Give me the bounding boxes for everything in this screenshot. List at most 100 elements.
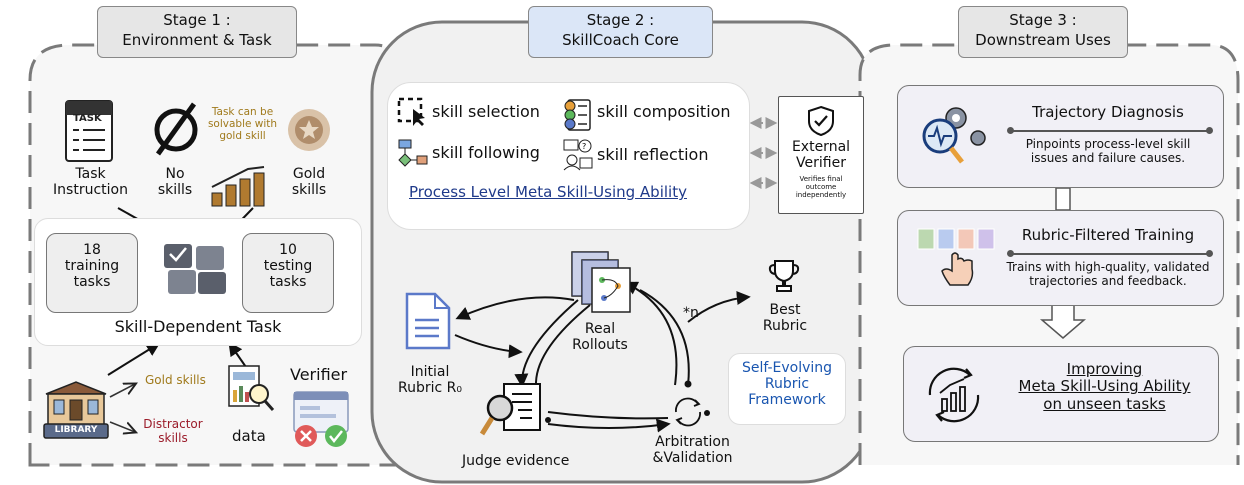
diagnosis-desc-line2: issues and failure causes. (1030, 150, 1186, 165)
rubric-document-icon (405, 292, 451, 350)
diagnosis-desc-line1: Pinpoints process-level skill (1025, 137, 1191, 151)
gold-skills-label: Gold skills (285, 166, 333, 198)
judge-evidence-label: Judge evidence (462, 453, 570, 469)
trophy-icon (768, 260, 800, 292)
rollouts-stack-icon (571, 251, 631, 313)
self-evolving-text: Self-Evolving Rubric Framework (729, 360, 845, 408)
cursor-selection-icon (397, 97, 425, 126)
rubric-cycle-arrows (454, 281, 751, 433)
training-line2: training (64, 258, 120, 275)
gold-skills-small: Gold skills (145, 373, 206, 387)
no-skills-line2: skills (157, 182, 193, 199)
distractor-line2: skills (158, 430, 188, 445)
arrow-library-to-task (107, 342, 161, 376)
verifier-icon (293, 391, 349, 447)
self-line2: Rubric (764, 376, 810, 393)
diagnosis-divider (1010, 130, 1210, 132)
arrow-library-distractor (109, 421, 135, 432)
distractor-skills-label: Distractor skills (138, 417, 208, 446)
best-line2: Rubric (762, 318, 808, 335)
real-line1: Real (584, 321, 616, 337)
initial-rubric-label: Initial Rubric R₀ (395, 364, 465, 396)
gold-skills-line2: skills (291, 182, 327, 199)
gold-medal-icon (288, 109, 330, 151)
judge-evidence-icon (479, 383, 541, 436)
task-icon-text: TASK (73, 113, 102, 124)
svg-text:?: ? (582, 142, 586, 151)
solvable-line2: solvable with (207, 118, 278, 131)
improve-line2: Meta Skill-Using Ability (1018, 377, 1191, 396)
diagnosis-desc: Pinpoints process-level skill issues and… (993, 137, 1223, 166)
task-instruction-label: Task Instruction (48, 166, 133, 198)
real-rollouts-label: Real Rollouts (560, 321, 640, 353)
rubric-divider-dot-left (1007, 250, 1014, 257)
data-analysis-icon (228, 365, 275, 411)
arbitration-line2: &Validation (652, 450, 733, 467)
stage3-title-line1: Stage 3 : (1009, 11, 1077, 29)
stage2-title-line2: SkillCoach Core (562, 31, 679, 49)
initial-line1: Initial (410, 364, 450, 380)
rubric-filtered-card: Rubric-Filtered Training Trains with hig… (897, 210, 1224, 306)
process-level-link[interactable]: Process Level Meta Skill-Using Ability (409, 183, 687, 201)
real-line2: Rollouts (572, 337, 628, 354)
training-tasks-box: 18 training tasks (46, 233, 138, 313)
rubric-filtered-title: Rubric-Filtered Training (1021, 226, 1195, 244)
improvement-cycle-icon (928, 367, 980, 423)
skill-composition-label: skill composition (597, 102, 731, 121)
task-document-icon (65, 100, 113, 162)
testing-line3: tasks (269, 274, 307, 291)
touch-filter-icon (917, 228, 995, 286)
diagnosis-divider-dot-left (1007, 127, 1014, 134)
no-skills-line1: No (165, 166, 185, 182)
rubric-desc-line2: trajectories and feedback. (1029, 273, 1187, 288)
growth-chart-icon (211, 166, 265, 207)
solvable-line1: Task can be (211, 106, 274, 118)
arbitration-label: Arbitration &Validation (645, 434, 740, 466)
stage1-title-line2: Environment & Task (122, 31, 272, 49)
solvable-line3: gold skill (219, 130, 266, 143)
external-verifier-title: External Verifier (779, 139, 863, 171)
improving-card: Improving Meta Skill-Using Ability on un… (903, 346, 1219, 442)
initial-line2: Rubric R₀ (398, 380, 462, 397)
skill-following-label: skill following (432, 143, 540, 162)
testing-tasks-text: 10 testing tasks (243, 242, 333, 290)
library-icon (43, 381, 109, 439)
gold-skills-line1: Gold (292, 166, 326, 182)
external-verifier-box: External Verifier Verifies final outcome… (778, 96, 864, 214)
library-sign-text: LIBRARY (54, 425, 98, 435)
external-line2: Verifier (796, 155, 846, 172)
stage3-title-line2: Downstream Uses (975, 31, 1111, 49)
improve-line3: on unseen tasks (1043, 394, 1166, 413)
self-line3: Framework (748, 392, 826, 409)
shield-check-icon (808, 105, 834, 137)
diagnosis-title: Trajectory Diagnosis (1032, 103, 1184, 121)
best-line1: Best (769, 302, 801, 318)
iteration-n-label: *n (683, 305, 699, 321)
stage1-title-line1: Stage 1 : (163, 11, 231, 29)
diagnosis-divider-dot-right (1206, 127, 1213, 134)
training-count: 18 (83, 242, 101, 258)
data-label: data (232, 427, 266, 445)
puzzle-icon (164, 244, 226, 294)
rubric-filtered-desc: Trains with high-quality, validated traj… (993, 260, 1223, 289)
skill-selection-label: skill selection (432, 102, 540, 121)
stage2-title-line1: Stage 2 : (586, 11, 655, 29)
task-instruction-line2: Instruction (53, 182, 128, 199)
rubric-desc-line1: Trains with high-quality, validated (1006, 260, 1210, 274)
verifies-line3: independently (795, 191, 847, 200)
stage2-tag: Stage 2 : SkillCoach Core (528, 6, 713, 58)
training-tasks-text: 18 training tasks (47, 242, 137, 290)
training-line3: tasks (73, 274, 111, 291)
improving-text: Improving Meta Skill-Using Ability on un… (992, 360, 1217, 413)
testing-tasks-box: 10 testing tasks (242, 233, 334, 313)
testing-line2: testing (263, 258, 313, 275)
reflection-icon: ? (563, 139, 593, 171)
testing-count: 10 (279, 242, 297, 258)
composition-icon (564, 99, 591, 131)
cycle-icon (675, 397, 701, 427)
improve-line1: Improving (1066, 360, 1143, 378)
flowchart-icon (398, 139, 428, 167)
diagnosis-gear-magnifier-icon (922, 107, 986, 164)
verifies-line1: Verifies final (799, 175, 843, 183)
